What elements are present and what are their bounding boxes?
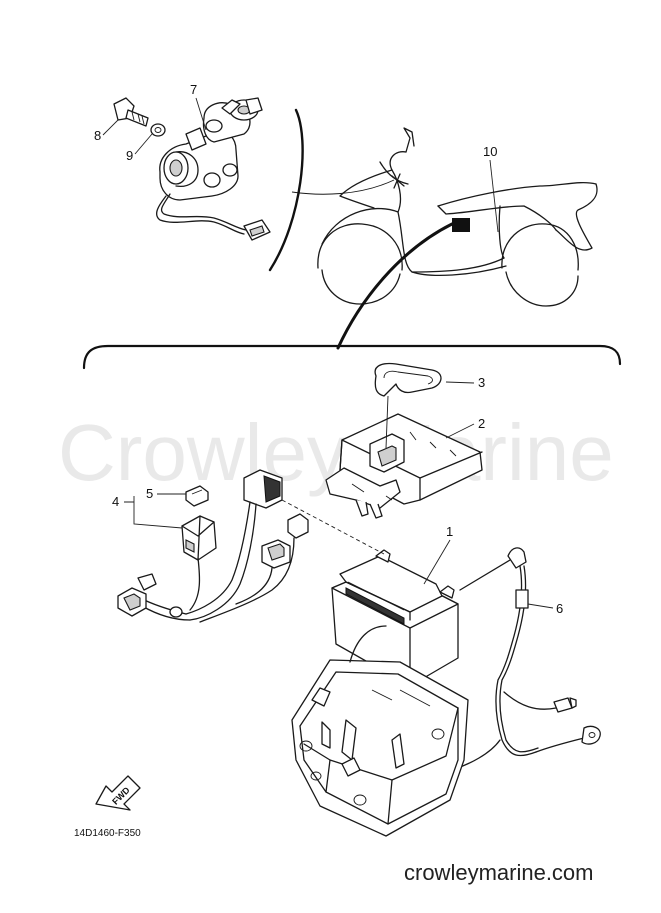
battery-location-marker (452, 218, 470, 232)
fwd-arrow-icon: FWD (95, 775, 141, 811)
battery-box (291, 625, 469, 837)
diagram-code: 14D1460-F350 (74, 828, 141, 839)
wire-harness (117, 469, 309, 623)
battery (331, 549, 459, 687)
callout-9: 9 (126, 148, 133, 163)
callout-8: 8 (94, 128, 101, 143)
callout-1: 1 (446, 524, 453, 539)
callout-4: 4 (112, 494, 119, 509)
callout-10: 10 (483, 144, 497, 159)
battery-band (374, 362, 442, 397)
main-switch-assembly (113, 97, 271, 241)
callout-7: 7 (190, 82, 197, 97)
site-url: crowleymarine.com (404, 860, 594, 885)
callout-2: 2 (478, 416, 485, 431)
callout-3: 3 (478, 375, 485, 390)
callout-6: 6 (556, 601, 563, 616)
callout-5: 5 (146, 486, 153, 501)
scooter-silhouette (317, 127, 598, 307)
battery-cover (325, 413, 483, 519)
